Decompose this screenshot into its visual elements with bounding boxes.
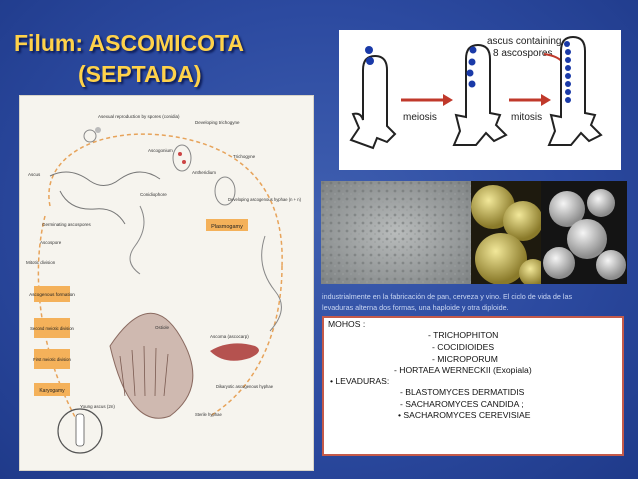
species-list-box: MOHOS : - TRICHOPHITON - COCIDIOIDES - M… <box>322 316 624 456</box>
germinating-label: Germinating ascospores <box>42 222 92 227</box>
sterile-label: Sterile hyphae <box>195 412 222 417</box>
hyphae-mid <box>59 190 126 225</box>
trichogyne-label: Trichogyne <box>233 154 256 159</box>
young-ascus-circle <box>57 408 103 454</box>
nucleus <box>466 69 474 77</box>
nucleus <box>468 80 476 88</box>
caption-line-2: levaduras alterna dos formas, una haploi… <box>322 303 509 312</box>
nucleus <box>178 152 182 156</box>
ascogenous-formation-box <box>34 286 70 302</box>
trichogyne-shape <box>214 176 236 206</box>
spore <box>95 127 101 133</box>
meiosis-mitosis-panel: meiosis mitosis ascus containing 8 ascos… <box>339 30 621 170</box>
first-meiotic-box <box>34 349 70 369</box>
ascus-containing-label: ascus containing <box>487 36 562 47</box>
ostiole-label: Ostiole <box>155 325 170 330</box>
young-ascus-label: Young ascus (2n) <box>80 404 115 409</box>
mitotic-division-label: Mitotic division <box>26 260 56 265</box>
mitosis-label: mitosis <box>511 112 542 123</box>
mohos-item: - COCIDIOIDES <box>432 342 495 352</box>
first-meiotic-label: First meiotic division <box>33 357 71 362</box>
ascospore <box>565 49 571 55</box>
cycle-arrow-right <box>209 265 283 417</box>
mohos-item: - HORTAEA WERNECKII (Exopiala) <box>394 365 532 375</box>
ascogenous-hyphae-label: Developing ascogenous hyphae (n + n) <box>228 197 302 202</box>
levaduras-item: • SACHAROMYCES CEREVISIAE <box>398 410 531 420</box>
asci-lines <box>119 345 169 397</box>
nucleus <box>366 57 374 65</box>
ascogonium-label: Ascogonium <box>148 148 173 153</box>
title-line-2: (SEPTADA) <box>78 61 202 87</box>
mitosis-arrowhead <box>541 94 551 106</box>
ascospore <box>565 65 571 71</box>
cycle-arrow-top <box>48 133 283 267</box>
hyphae-top <box>49 171 161 186</box>
levaduras-heading: • LEVADURAS: <box>330 376 390 386</box>
mohos-item: - TRICHOPHITON <box>428 330 499 340</box>
meiosis-label: meiosis <box>403 112 437 123</box>
caption-text: industrialmente en la fabricación de pan… <box>322 291 628 313</box>
ascoma-label: Ascoma (ascocarp) <box>210 334 249 339</box>
yeast-micrograph-yellow <box>471 181 541 284</box>
karyogamy-box <box>34 383 70 396</box>
meiosis-mitosis-illustration: meiosis mitosis ascus containing 8 ascos… <box>349 35 603 150</box>
karyogamy-label: Karyogamy <box>39 388 65 394</box>
ascospore <box>565 89 571 95</box>
ascospores-label: 8 ascospores <box>493 48 552 59</box>
cell-meiosis <box>452 43 508 146</box>
ascogenous-hyphae-shape <box>261 235 282 332</box>
meiosis-arrowhead <box>443 94 453 106</box>
ascogonium-shape <box>172 144 192 172</box>
antheridium-label: Antheridium <box>192 170 216 175</box>
developing-trichogyne-label: Developing trichogyne <box>195 120 240 125</box>
ascospore <box>565 73 571 79</box>
nucleus <box>365 46 373 54</box>
ascus-label: Ascus <box>28 172 41 177</box>
ascospore <box>565 81 571 87</box>
life-cycle-illustration: Plasmogamy Ascogenous formation Second m… <box>26 114 302 454</box>
conidia-cluster <box>83 129 97 143</box>
young-ascus-cell <box>75 413 85 447</box>
yeast-micrograph-white <box>541 181 627 284</box>
ascospore <box>564 41 570 47</box>
cell-mitosis <box>547 35 603 146</box>
ascogenous-formation-label: Ascogenous formation <box>29 292 75 297</box>
cell-initial <box>349 54 397 150</box>
title-line-1: Filum: ASCOMICOTA <box>14 30 244 56</box>
nucleus <box>182 160 186 164</box>
second-meiotic-label: Second meiotic division <box>30 326 74 331</box>
conidiophore-label: Conidiophore <box>140 192 167 197</box>
yeast-micrograph-gray <box>321 181 471 284</box>
nucleus <box>469 46 477 54</box>
ascoma-shape <box>109 312 194 419</box>
cycle-arrow-left <box>37 215 81 427</box>
conidiophore-shape <box>129 205 145 275</box>
second-meiotic-box <box>34 318 70 338</box>
levaduras-item: - SACHAROMYCES CANDIDA ; <box>400 399 524 409</box>
dikaryotic-label: Dikaryotic ascogenous hyphae <box>216 384 274 389</box>
mohos-item: - MICROPORUM <box>432 354 498 364</box>
ascospore-label: Ascospore <box>40 240 62 245</box>
life-cycle-diagram: Plasmogamy Ascogenous formation Second m… <box>19 95 314 471</box>
ascospore <box>565 97 571 103</box>
caption-line-1: industrialmente en la fabricación de pan… <box>322 292 573 301</box>
slide-title: Filum: ASCOMICOTA (SEPTADA) <box>14 28 294 90</box>
levaduras-item: - BLASTOMYCES DERMATIDIS <box>400 387 525 397</box>
ascocarp-red <box>210 343 259 361</box>
plasmogamy-box <box>206 219 248 231</box>
plasmogamy-label: Plasmogamy <box>211 224 243 230</box>
ascospore <box>565 57 571 63</box>
nucleus <box>468 58 476 66</box>
asexual-label: Asexual reproduction by spores (conidia) <box>98 114 180 119</box>
mohos-heading: MOHOS : <box>328 319 366 329</box>
